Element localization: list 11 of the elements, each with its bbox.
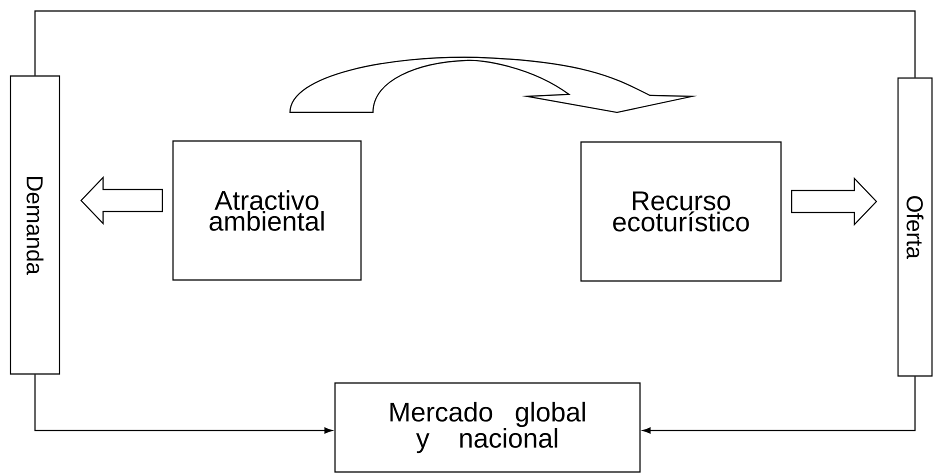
connector-line — [34, 10, 916, 78]
concept-box: Recurso ecoturístico — [580, 141, 782, 282]
connector-line — [642, 376, 916, 434]
side-bar: Demanda — [10, 75, 60, 375]
block-arrow — [791, 177, 878, 226]
curved-block-arrow — [289, 56, 693, 113]
concept-box: Mercado global y nacional — [334, 382, 641, 473]
side-bar: Oferta — [897, 77, 933, 377]
connector-line — [34, 374, 332, 434]
block-arrow — [80, 176, 163, 225]
concept-box: Atractivo ambiental — [172, 140, 362, 281]
